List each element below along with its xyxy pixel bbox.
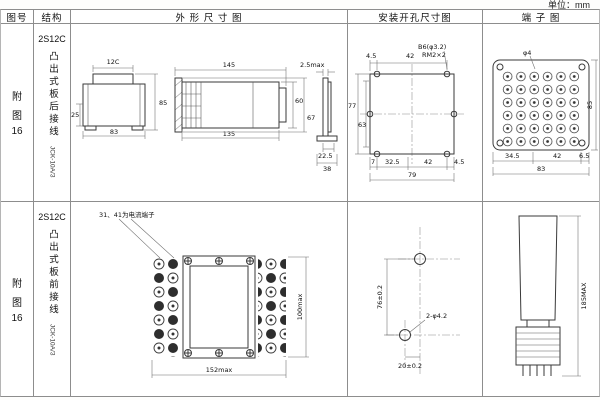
install-dims: 4.5 42 B6(φ3.2) RM2×2 77 63 <box>348 43 464 182</box>
side-view <box>174 77 287 133</box>
front-view <box>82 73 146 131</box>
panel-edge-dims: 2.5max 22.5 38 <box>300 61 338 173</box>
dim-term-total: 83 <box>537 165 545 173</box>
row2-install-dims: 76±0.2 2-φ4.2 20±0.2 <box>376 258 447 370</box>
dim-front-height: 85 <box>159 99 167 107</box>
dim-top-b: 42 <box>406 52 414 60</box>
dim-left-outer: 77 <box>348 102 356 110</box>
terminal-base <box>492 59 590 151</box>
fig-char: 图 <box>12 297 22 309</box>
dim-bot-d: 4.5 <box>454 158 464 166</box>
hole-spec-label: 2-φ4.2 <box>426 312 447 320</box>
mount-type-label: 凸出式板前接线 <box>47 229 58 317</box>
header-installation: 安装开孔尺寸图 <box>348 10 483 24</box>
dim-edge-b: 38 <box>323 165 331 173</box>
model-code: JCK-10A/3 <box>48 323 56 355</box>
row1-outline-drawing: 12C 25 83 85 <box>71 58 338 173</box>
terminal-dims: φ4 34.5 42 6.5 83 <box>492 49 598 176</box>
row1-structure-cell: 2S12C 凸出式板后接线 JCK-10A/3 <box>34 24 71 202</box>
dim-front-width: 83 <box>110 128 118 136</box>
row2-outline-dims: 152max 100max <box>151 256 309 378</box>
screw-spec-label: RM2×2 <box>422 51 446 59</box>
dim-top-a: 4.5 <box>366 52 376 60</box>
row2-installation-cell: 76±0.2 2-φ4.2 20±0.2 <box>348 202 483 396</box>
dim-bot-b: 32.5 <box>385 158 399 166</box>
left-terminal-block <box>152 257 180 357</box>
current-terminal-note: 31、41为电流端子 <box>99 210 155 219</box>
dim-h-inner: 60 <box>295 97 303 105</box>
row2-outline-cell: 31、41为电流端子 <box>71 202 348 396</box>
hole-spec-label: B6(φ3.2) <box>418 43 446 51</box>
fig-char: 附 <box>12 92 22 103</box>
header-structure: 结构 <box>34 10 71 24</box>
dim-term-b: 42 <box>553 152 561 160</box>
mount-type-label: 凸出式板后接线 <box>47 51 58 139</box>
row2-terminal-drawing: 185MAX <box>515 215 588 377</box>
relay-body <box>182 255 256 359</box>
fig-char: 图 <box>12 111 22 122</box>
dim-height-max: 100max <box>296 294 304 321</box>
body-screws <box>184 257 254 357</box>
dim-hole-spacing-v: 76±0.2 <box>376 285 384 309</box>
row2-terminal-dims: 185MAX <box>559 215 588 377</box>
dim-bot-c: 42 <box>424 158 432 166</box>
centerlines <box>360 64 464 164</box>
dim-term-c: 6.5 <box>579 152 589 160</box>
relay-side-profile <box>515 215 561 376</box>
dim-h-outer: 67 <box>307 114 315 122</box>
fig-number: 16 <box>11 126 23 137</box>
header-fig-no: 图号 <box>1 10 34 24</box>
dim-bot-total: 79 <box>408 171 416 179</box>
mounting-holes <box>366 70 458 158</box>
front-view-dims: 12C 25 83 85 <box>71 58 167 139</box>
row2-structure-cell: 2S12C 凸出式板前接线 JCK-10A/3 <box>34 202 71 396</box>
dim-term-height: 85 <box>586 101 594 109</box>
row1-outline-cell: 12C 25 83 85 <box>71 24 348 202</box>
dim-width-max: 152max <box>206 366 233 374</box>
row1-fig-cell: 附 图 16 <box>1 24 34 202</box>
model-code: JCK-10A/3 <box>48 145 56 177</box>
dim-total-height: 185MAX <box>580 282 588 309</box>
row2-terminal-cell: 185MAX <box>483 202 599 396</box>
cutout-outline <box>369 73 455 155</box>
corner-screws <box>496 63 586 147</box>
panel-edge-view <box>316 77 338 142</box>
unit-label: 单位：mm <box>548 0 590 10</box>
dim-term-a: 34.5 <box>505 152 519 160</box>
fig-char: 附 <box>12 278 22 290</box>
row2-fig-cell: 附 图 16 <box>1 202 34 396</box>
row1-terminal-drawing: φ4 34.5 42 6.5 83 <box>492 49 598 176</box>
row2-outline-drawing: 31、41为电流端子 <box>99 210 309 378</box>
row2-installation-drawing: 76±0.2 2-φ4.2 20±0.2 <box>376 227 460 374</box>
dim-step: 25 <box>71 111 79 119</box>
dim-depth-total: 145 <box>223 61 235 69</box>
dim-depth-body: 135 <box>223 130 235 138</box>
header-outline: 外 形 尺 寸 图 <box>71 10 348 24</box>
dim-hole: φ4 <box>523 49 531 57</box>
fig-number: 16 <box>11 312 23 324</box>
header-terminal: 端 子 图 <box>483 10 599 24</box>
dim-left-inner: 63 <box>358 121 366 129</box>
spec-table: 图号 结构 外 形 尺 寸 图 安装开孔尺寸图 端 子 图 附 图 16 2S1… <box>0 9 600 397</box>
dim-bot-a: 7 <box>371 158 375 166</box>
row1-installation-cell: 4.5 42 B6(φ3.2) RM2×2 77 63 <box>348 24 483 202</box>
side-view-dims: 145 135 60 67 <box>174 61 315 141</box>
model-label: 2S12C <box>38 212 66 222</box>
terminal-grid <box>501 70 581 148</box>
right-terminal-block <box>258 257 286 357</box>
drill-holes <box>399 253 426 341</box>
row1-installation-drawing: 4.5 42 B6(φ3.2) RM2×2 77 63 <box>348 43 464 182</box>
dim-hole-offset-h: 20±0.2 <box>398 362 422 370</box>
dim-edge-a: 22.5 <box>318 152 332 160</box>
centerlines <box>386 227 460 374</box>
model-label: 2S12C <box>38 34 66 44</box>
row1-terminal-cell: φ4 34.5 42 6.5 83 <box>483 24 599 202</box>
dim-top-width: 12C <box>107 58 120 66</box>
dim-panel-thickness: 2.5max <box>300 61 325 69</box>
